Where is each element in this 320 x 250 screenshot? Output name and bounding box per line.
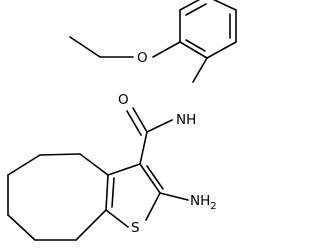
bond-benzene-3	[212, 0, 237, 11]
amino-nh-text: NH	[190, 193, 210, 209]
bond-c7a-c3a-inner	[111, 177, 115, 208]
bond-benzene-2	[179, 0, 201, 11]
bond-c2-s	[145, 192, 161, 221]
bond-ring8-1	[79, 153, 109, 176]
atom-label-sulfur: S	[131, 220, 140, 236]
bond-benzene-6	[179, 41, 208, 59]
bond-benzene-5	[206, 41, 237, 59]
bond-c7a-c3a	[105, 174, 109, 211]
bond-c3-c2-inner	[146, 165, 164, 190]
atom-label-amide-nitrogen: NH	[176, 112, 196, 128]
bond-c2-nh2	[159, 192, 189, 201]
bond-nh-carbonyl	[146, 119, 173, 133]
bond-benzene-6-inner	[185, 39, 206, 52]
bond-c3a-c3	[107, 163, 141, 176]
bond-ring8-3	[7, 154, 41, 176]
bond-c3-c2	[139, 163, 161, 194]
bond-carbonyl-o-1	[132, 107, 148, 133]
bond-aryl-nh	[192, 57, 208, 83]
atom-label-carbonyl-oxygen: O	[118, 92, 129, 108]
bond-ring8-5	[7, 214, 36, 241]
bond-lines	[7, 0, 237, 241]
bond-carbonyl-c3	[139, 131, 148, 165]
bond-ch3-ch2	[69, 36, 101, 58]
bond-ring8-2	[39, 153, 81, 156]
amino-subscript: 2	[210, 201, 216, 212]
bond-o-aryl	[152, 41, 181, 58]
bond-s-c7a	[105, 209, 129, 228]
bond-benzene-2-inner	[185, 3, 207, 16]
atom-label-ether-oxygen: O	[137, 50, 148, 66]
atom-labels: O O NH NH2 S	[118, 50, 217, 236]
bond-ring8-7	[75, 209, 107, 241]
bond-carbonyl-o-2	[126, 110, 142, 136]
chemical-structure-diagram: O O NH NH2 S	[7, 0, 237, 241]
atom-label-amino-group: NH2	[190, 193, 217, 212]
